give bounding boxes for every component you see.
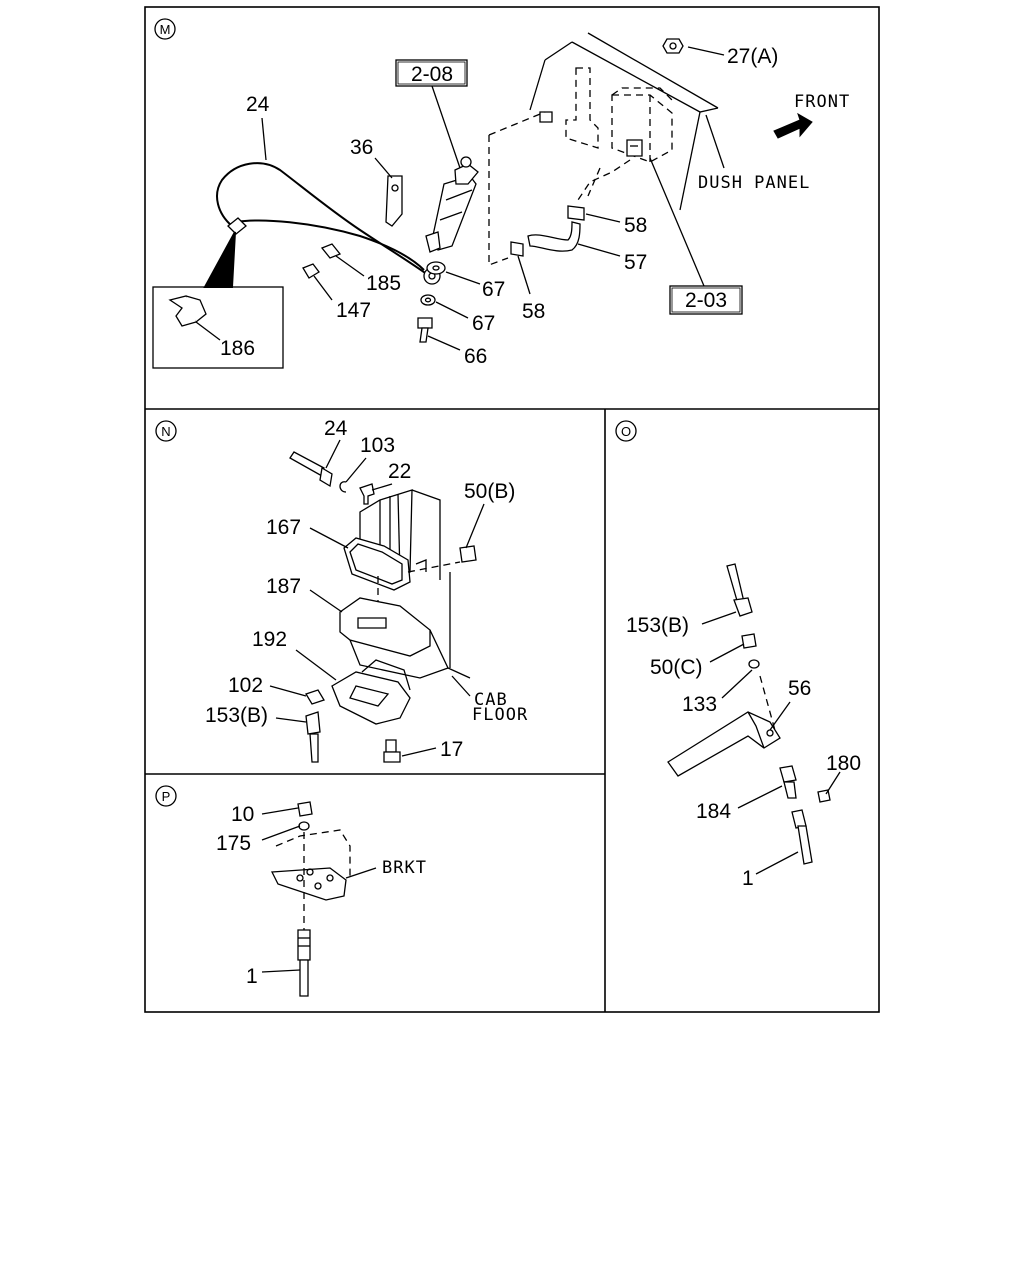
section-marker-n: N <box>155 420 177 442</box>
ref-box-2-03: 2-03 <box>669 285 743 315</box>
callout-n-17: 17 <box>440 738 463 761</box>
section-letter-o: O <box>621 424 631 439</box>
front-label: FRONT <box>794 92 850 112</box>
callout-n-22: 22 <box>388 460 411 483</box>
callout-m-36: 36 <box>350 136 373 159</box>
outer-frame <box>144 6 880 1013</box>
section-o-callouts: 153(B) 50(C) 56 133 180 184 1 <box>626 614 861 890</box>
callout-o-50c: 50(C) <box>650 656 703 679</box>
section-p-callouts: 10 175 1 <box>216 803 258 988</box>
section-m-leaders <box>195 46 725 351</box>
section-letter-n: N <box>161 424 170 439</box>
callout-o-153b: 153(B) <box>626 614 689 637</box>
callout-n-24: 24 <box>324 417 348 440</box>
section-n-drawing <box>289 451 477 763</box>
section-marker-p: P <box>155 785 177 807</box>
callout-m-67-lower: 67 <box>472 312 495 335</box>
ref-label-2-08: 2-08 <box>411 63 453 86</box>
callout-p-10: 10 <box>231 803 254 826</box>
callout-m-67-upper: 67 <box>482 278 505 301</box>
callout-p-175: 175 <box>216 832 251 855</box>
section-letter-m: M <box>160 22 171 37</box>
callout-m-57: 57 <box>624 251 647 274</box>
callout-m-58-lower: 58 <box>522 300 545 323</box>
callout-m-66: 66 <box>464 345 487 368</box>
callout-n-167: 167 <box>266 516 301 539</box>
callout-n-192: 192 <box>252 628 287 651</box>
section-n-leaders <box>269 439 485 757</box>
brkt-label: BRKT <box>382 858 427 878</box>
callout-n-50b: 50(B) <box>464 480 515 503</box>
section-n-callouts: 24 103 22 50(B) 167 187 192 102 153(B) 1… <box>205 417 515 761</box>
cab-label: CAB <box>474 690 508 710</box>
callout-27a: 27(A) <box>727 45 778 68</box>
section-letter-p: P <box>162 789 171 804</box>
callout-p-1: 1 <box>246 965 258 988</box>
callout-m-186: 186 <box>220 337 255 360</box>
section-p-drawing <box>270 801 351 997</box>
frames <box>144 6 880 1013</box>
callout-o-56: 56 <box>788 677 811 700</box>
callout-o-133: 133 <box>682 693 717 716</box>
callout-n-103: 103 <box>360 434 395 457</box>
callout-n-153b: 153(B) <box>205 704 268 727</box>
callout-n-187: 187 <box>266 575 301 598</box>
section-marker-m: M <box>154 18 176 40</box>
callout-o-184: 184 <box>696 800 731 823</box>
callout-m-185: 185 <box>366 272 401 295</box>
callout-o-1: 1 <box>742 867 754 890</box>
section-o-drawing <box>667 563 831 865</box>
dush-panel-label: DUSH PANEL <box>698 173 810 193</box>
callout-o-180: 180 <box>826 752 861 775</box>
ref-label-2-03: 2-03 <box>685 289 727 312</box>
ref-box-2-08: 2-08 <box>395 59 468 87</box>
section-p-leaders <box>261 807 377 973</box>
section-marker-o: O <box>615 420 637 442</box>
callout-n-102: 102 <box>228 674 263 697</box>
section-o-leaders <box>701 611 841 875</box>
callout-m-58-upper: 58 <box>624 214 647 237</box>
floor-label: FLOOR <box>472 705 528 725</box>
callout-m-147: 147 <box>336 299 371 322</box>
section-m-drawing <box>152 32 813 369</box>
callout-m-24: 24 <box>246 93 270 116</box>
section-m-callouts: 27(A) 24 36 58 57 58 185 67 147 67 66 18… <box>220 45 778 368</box>
